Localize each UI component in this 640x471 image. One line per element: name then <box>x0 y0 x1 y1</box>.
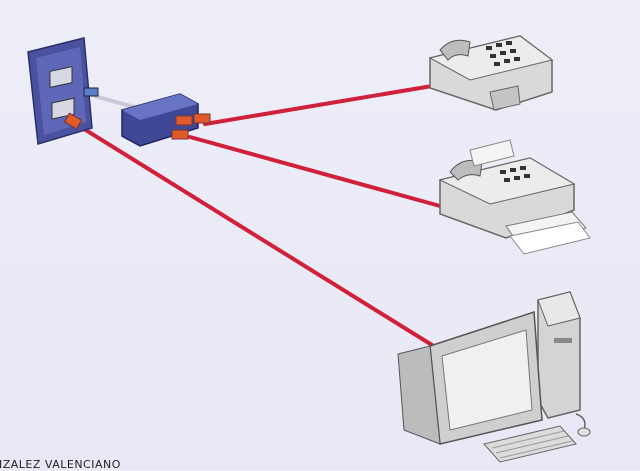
cable-splitter-to-fax <box>188 135 442 208</box>
cable-wall-to-computer <box>74 122 434 347</box>
cable-wall-to-splitter <box>93 94 139 110</box>
fax-icon <box>438 139 591 255</box>
footer-caption: NZALEZ VALENCIANO <box>0 458 121 471</box>
wall-jack-icon <box>27 37 99 145</box>
telephone-icon <box>428 35 554 111</box>
computer-icon <box>397 291 591 463</box>
cables <box>74 84 442 347</box>
cable-splitter-to-telephone <box>203 84 434 126</box>
splitter-icon <box>121 93 211 147</box>
